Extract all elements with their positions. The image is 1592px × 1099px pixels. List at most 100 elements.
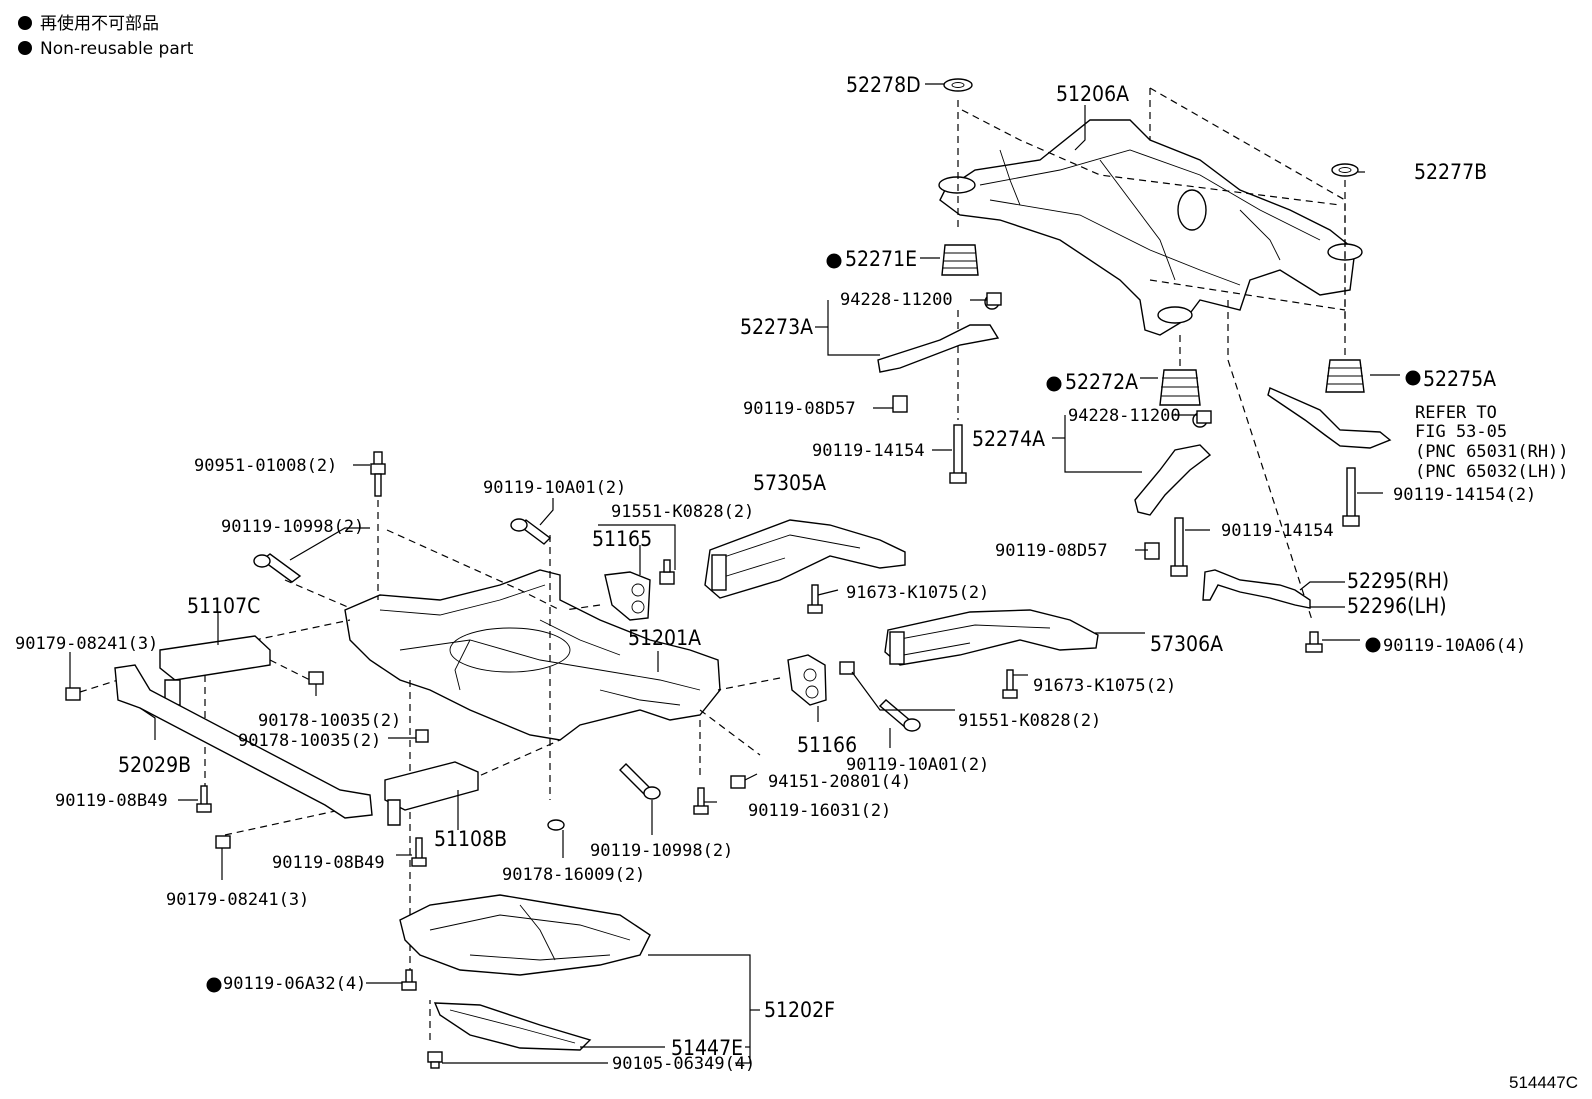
legend-english-text: Non-reusable part [40, 39, 194, 59]
bracket-51166-hole [805, 685, 819, 699]
cushion-52272A [1159, 369, 1201, 406]
cushion-52275A [1325, 359, 1365, 393]
non-reusable-dot-icon [1405, 370, 1421, 386]
bracket-51166-hole [803, 668, 817, 682]
stud-90951-01008 [370, 451, 386, 497]
non-reusable-dot-icon [18, 16, 32, 30]
label-90179-08241-b: 90179-08241(3) [166, 890, 309, 910]
bolt-90119-10998-a [253, 553, 302, 583]
label-90119-10998-a: 90119-10998(2) [221, 517, 364, 537]
label-90119-08D57-a: 90119-08D57 [743, 399, 856, 419]
label-90179-08241-a: 90179-08241(3) [15, 634, 158, 654]
non-reusable-dot-icon [826, 253, 842, 269]
label-57306A: 57306A [1150, 632, 1223, 656]
nut-91551-K0828-a [659, 559, 675, 585]
label-91551-K0828-b: 91551-K0828(2) [958, 711, 1101, 731]
nut-94228-11200-a [986, 292, 1002, 306]
label-94228-11200-a: 94228-11200 [840, 290, 953, 310]
front-dashline [269, 659, 311, 681]
cushion-52271E [941, 244, 979, 276]
label-90119-10998-b: 90119-10998(2) [590, 841, 733, 861]
label-51201A: 51201A [628, 626, 701, 650]
label-90119-10A01-a: 90119-10A01(2) [483, 478, 626, 498]
label-52278D: 52278D [846, 73, 921, 97]
brace-51107C [159, 635, 271, 706]
label-94151-20801: 94151-20801(4) [768, 772, 911, 792]
label-52274A: 52274A [972, 427, 1045, 451]
rail-57306A [884, 609, 1099, 666]
rear-frame-dashline [1149, 87, 1346, 330]
label-51107C: 51107C [187, 594, 260, 618]
bracket-51165-hole [631, 600, 645, 614]
label-52296: 52296(LH) [1347, 594, 1447, 618]
label-52275A: 52275A [1423, 367, 1496, 391]
label-90178-10035-b: 90178-10035(2) [238, 731, 381, 751]
label-51206A: 51206A [1056, 82, 1129, 106]
washer-52277B-hole [1338, 167, 1352, 173]
front-dashline [469, 739, 561, 781]
label-90119-06A32: 90119-06A32(4) [223, 974, 366, 994]
front-dashline [699, 709, 761, 756]
bolt-90119-16031 [693, 787, 709, 815]
label-51447E: 51447E [671, 1036, 743, 1060]
rear-frame-dashline [1149, 279, 1346, 311]
nut-94151-20801 [730, 775, 746, 789]
part-labels: 52278D 51206A 52277B 52271E 94228-11200 … [15, 73, 1569, 1074]
bolt-90119-10A01-b [878, 699, 921, 732]
bracket-51165-hole [631, 583, 645, 597]
bolt-91673-K1075-b [1002, 669, 1018, 699]
label-90119-10A01-b: 90119-10A01(2) [846, 755, 989, 775]
label-52271E: 52271E [845, 247, 917, 271]
refer-line-2: FIG 53-05 [1415, 422, 1507, 442]
non-reusable-dot-icon [1365, 637, 1381, 653]
leader-lines [69, 83, 1400, 1064]
non-reusable-dot-icon [18, 41, 32, 55]
label-90951-01008: 90951-01008(2) [194, 456, 337, 476]
non-reusable-dot-icon [1046, 376, 1062, 392]
label-91673-K1075-b: 91673-K1075(2) [1033, 676, 1176, 696]
bar-52029B [114, 664, 373, 819]
label-90119-14154-2: 90119-14154(2) [1393, 485, 1536, 505]
bolt-90119-14154-a [949, 424, 967, 484]
label-51202F: 51202F [764, 998, 835, 1022]
bolt-90119-10998-b [619, 763, 661, 800]
bolt-90119-14154-2 [1342, 467, 1360, 527]
label-91673-K1075-a: 91673-K1075(2) [846, 583, 989, 603]
legend-japanese-text: 再使用不可部品 [40, 14, 159, 34]
washer-90178-16009 [547, 819, 565, 831]
nut-90178-10035-a [308, 671, 324, 685]
brace-51108B [384, 761, 479, 826]
legend: 再使用不可部品 Non-reusable part [18, 12, 193, 62]
front-subframe-51201A [344, 569, 721, 741]
label-51165: 51165 [592, 527, 652, 551]
nut-90179-08241-b [215, 835, 231, 849]
diagram-code: 514447C [1508, 1073, 1578, 1092]
nut-94228-11200-b [1196, 410, 1212, 424]
label-52277B: 52277B [1414, 160, 1487, 184]
bolt-91673-K1075-a [807, 584, 823, 614]
label-51166: 51166 [797, 733, 857, 757]
bolt-90119-14154-b [1170, 517, 1188, 577]
label-90119-10A06: 90119-10A06(4) [1383, 636, 1526, 656]
non-reusable-dot-icon [206, 977, 222, 993]
undercover-51202F [399, 894, 651, 976]
bolt-90119-10A06 [1305, 631, 1323, 653]
washer-52278D [943, 78, 973, 92]
nut-90179-08241-a [65, 687, 81, 701]
refer-line-4: (PNC 65032(LH)) [1415, 462, 1569, 482]
label-52029B: 52029B [118, 753, 191, 777]
refer-line-1: REFER TO [1415, 403, 1497, 423]
front-dashline [284, 579, 351, 609]
undercover-51447E [433, 1002, 592, 1051]
rear-frame-dashline [1227, 300, 1313, 621]
rear-bracket-reference [1267, 387, 1392, 449]
front-dashline [224, 809, 341, 836]
legend-row-japanese: 再使用不可部品 [18, 12, 193, 37]
bracket-51165 [604, 571, 651, 621]
label-90178-16009: 90178-16009(2) [502, 865, 645, 885]
bolt-90119-06A32 [401, 969, 417, 991]
washer-52277B [1331, 163, 1359, 177]
washer-52278D-hole [951, 82, 965, 88]
bracket-52295-52296 [1202, 569, 1311, 609]
label-52295: 52295(RH) [1347, 569, 1449, 593]
